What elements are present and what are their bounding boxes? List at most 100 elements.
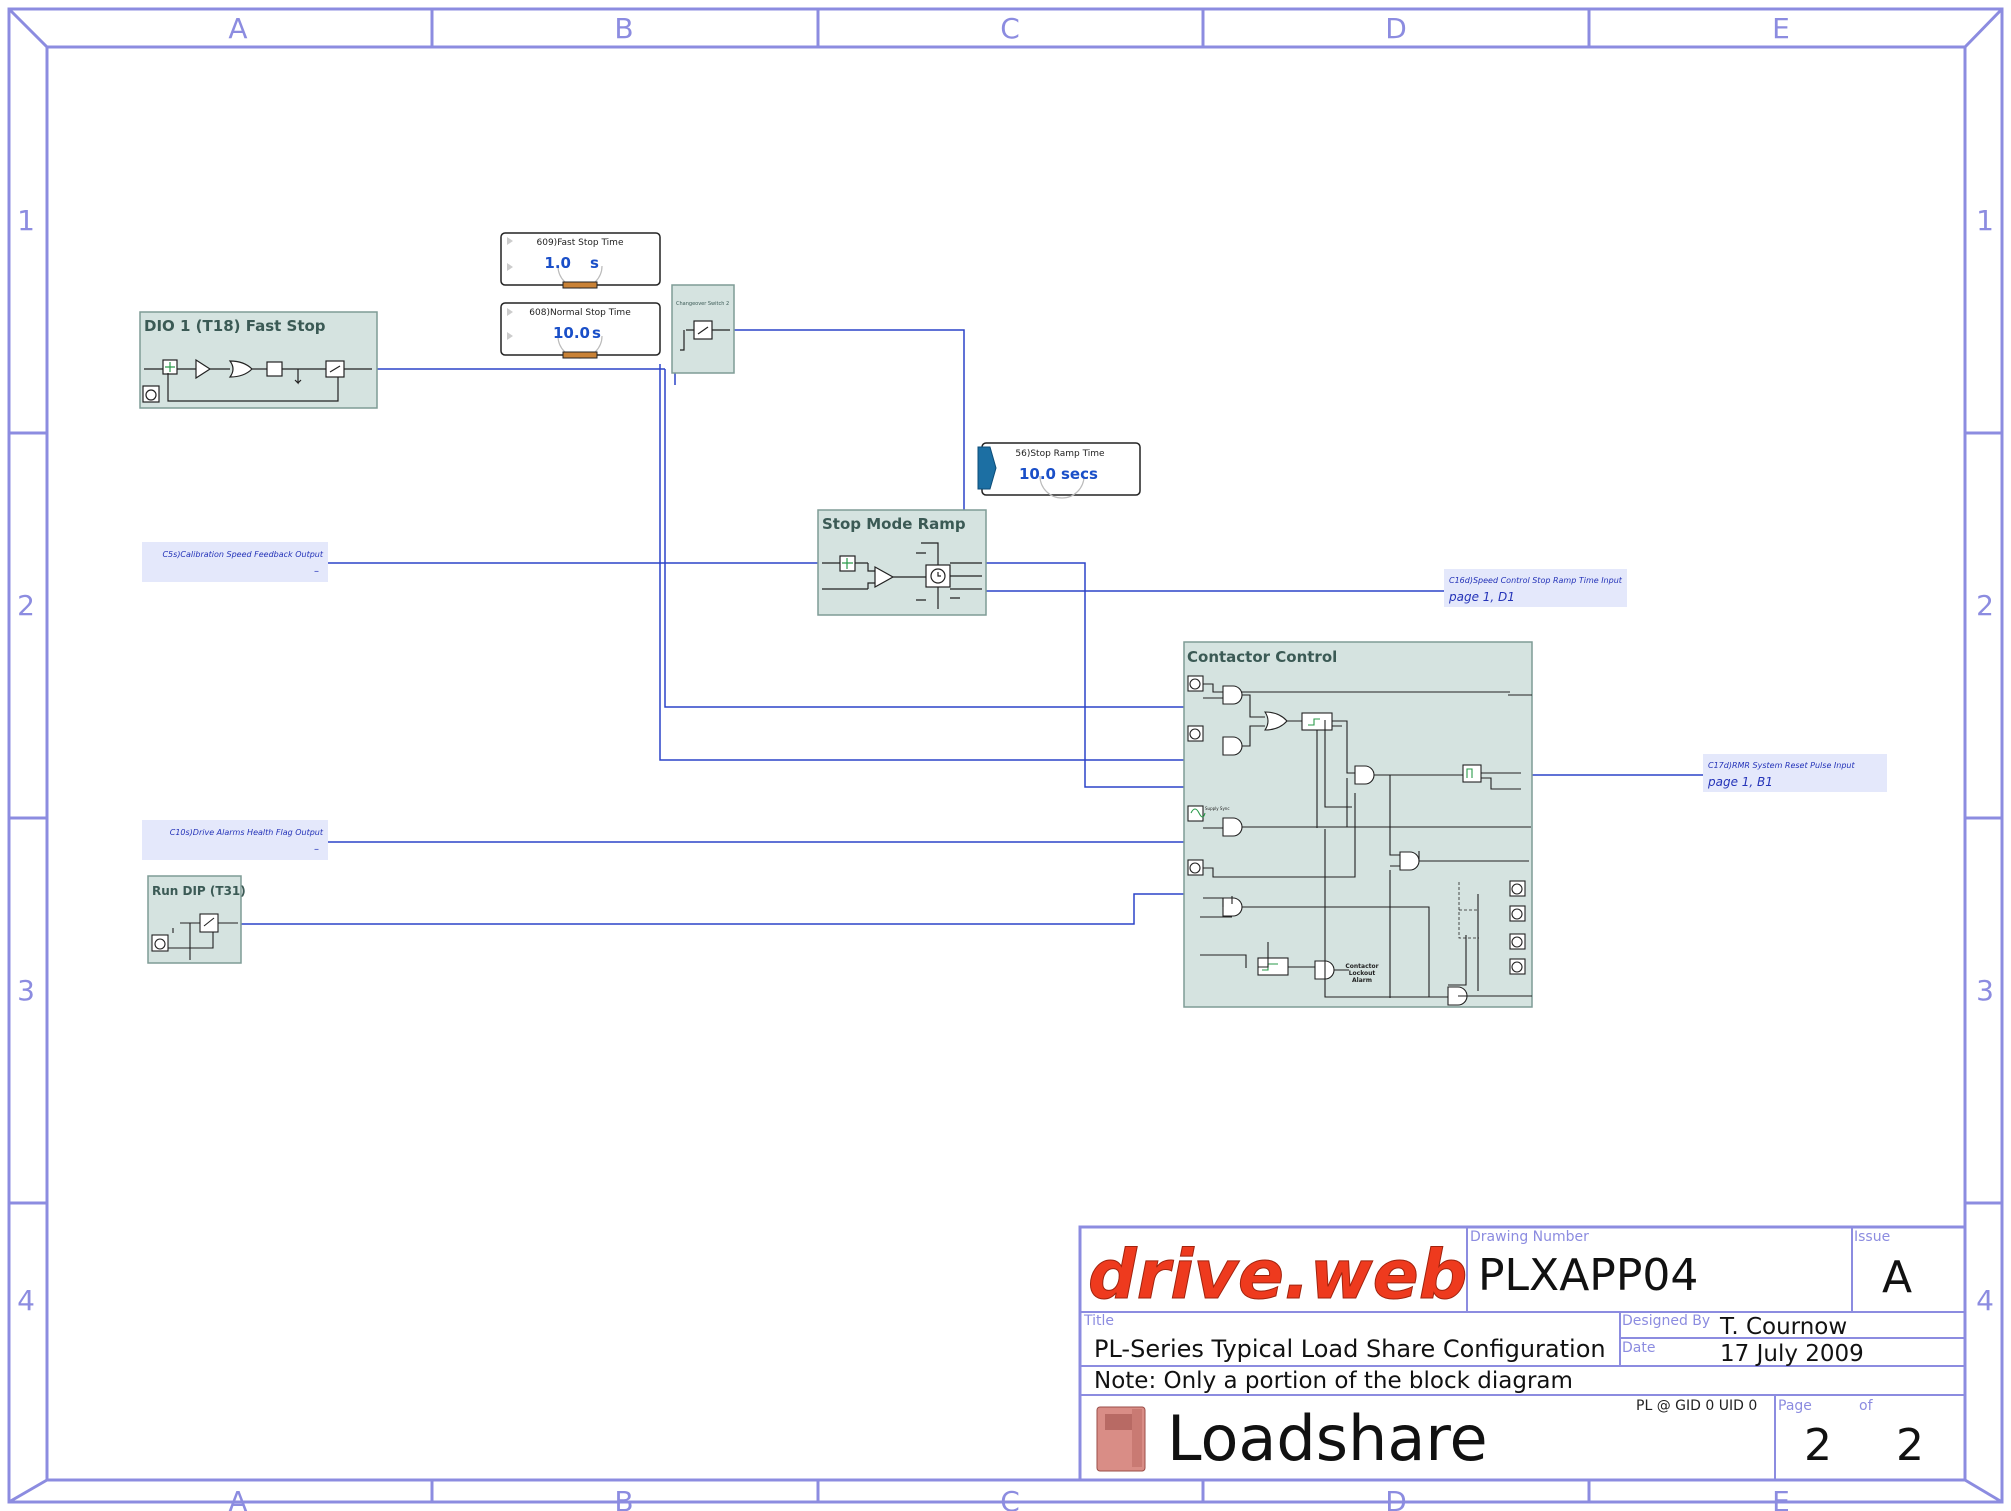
latch-icon — [1301, 712, 1333, 731]
connector-c16d[interactable]: C16d)Speed Control Stop Ramp Time Input … — [1444, 569, 1627, 607]
connector-ref: page 1, D1 — [1448, 590, 1515, 604]
switch-icon — [199, 913, 219, 933]
page-number: 2 — [1804, 1420, 1832, 1471]
connector-label: C17d)RMR System Reset Pulse Input — [1708, 761, 1855, 770]
date-label: Date — [1622, 1340, 1655, 1356]
page-label: Page — [1778, 1398, 1812, 1414]
and-gate-icon — [1399, 851, 1420, 871]
param-label: 609)Fast Stop Time — [537, 238, 624, 248]
wire — [664, 369, 1190, 708]
and-gate-icon — [1354, 765, 1375, 785]
param-value: 10.0 — [1019, 465, 1056, 483]
param-label: 608)Normal Stop Time — [529, 308, 631, 318]
designed-by-value: T. Cournow — [1719, 1314, 1847, 1340]
wire — [965, 562, 1190, 788]
and-gate-icon — [1222, 897, 1243, 917]
play-icon — [507, 237, 513, 271]
block-title: DIO 1 (T18) Fast Stop — [144, 317, 326, 335]
issue-value: A — [1882, 1252, 1912, 1303]
param-normal-stop[interactable]: 608)Normal Stop Time 10.0 s — [500, 302, 661, 359]
wire — [659, 364, 1190, 761]
column-label-bottom: D — [1385, 1485, 1407, 1511]
device-id: PL @ GID 0 UID 0 — [1636, 1398, 1757, 1414]
row-label-right: 1 — [1976, 204, 1994, 237]
column-label-top: E — [1772, 12, 1790, 45]
column-label-top: D — [1385, 12, 1407, 45]
project-name: Loadshare — [1167, 1402, 1488, 1475]
and-gate-icon — [1447, 986, 1468, 1006]
issue-label: Issue — [1854, 1229, 1890, 1245]
column-label-bottom: C — [1000, 1485, 1020, 1511]
connector-label: C16d)Speed Control Stop Ramp Time Input — [1449, 576, 1623, 585]
connector-value: – — [314, 566, 319, 577]
block-stop-mode-ramp[interactable]: Stop Mode Ramp — [817, 509, 987, 616]
connector-c10s[interactable]: C10s)Drive Alarms Health Flag Output – — [142, 820, 328, 860]
latch-icon — [266, 361, 283, 377]
block-title: Changeover Switch 2 — [676, 301, 729, 307]
slider-bar[interactable] — [562, 281, 598, 289]
column-label-bottom: B — [614, 1485, 633, 1511]
and-gate-icon — [1222, 685, 1243, 705]
date-value: 17 July 2009 — [1720, 1341, 1864, 1367]
alarm-label-line2: Lockout — [1349, 970, 1376, 977]
column-label-bottom: A — [228, 1485, 247, 1511]
column-label-top: A — [228, 12, 247, 45]
block-title: Run DIP (T31) — [152, 884, 246, 898]
param-value: 10.0 — [553, 324, 590, 342]
slider-bar[interactable] — [562, 351, 598, 359]
or-gate-icon — [1263, 711, 1288, 731]
and-gate-icon — [1222, 817, 1243, 837]
param-label: 56)Stop Ramp Time — [1015, 449, 1105, 459]
connector-c5s[interactable]: C5s)Calibration Speed Feedback Output – — [142, 542, 328, 582]
column-label-bottom: E — [1772, 1485, 1790, 1511]
row-label-left: 3 — [17, 974, 35, 1007]
block-changeover-switch[interactable]: Changeover Switch 2 — [671, 284, 735, 374]
title-line2: Note: Only a portion of the block diagra… — [1094, 1368, 1573, 1394]
wire — [238, 893, 1190, 925]
block-title: Contactor Control — [1187, 648, 1337, 666]
column-label-top: C — [1000, 12, 1020, 45]
drawing-number: PLXAPP04 — [1478, 1250, 1698, 1301]
connector-label: C10s)Drive Alarms Health Flag Output — [170, 828, 324, 837]
param-value: 1.0 — [544, 254, 571, 272]
alarm-label-line3: Alarm — [1352, 977, 1372, 984]
title-label: Title — [1083, 1313, 1114, 1329]
grid-labels: A B C D E A B C D E 1 2 3 4 1 2 3 4 — [17, 12, 1994, 1511]
drawing-frame — [7, 7, 2004, 1504]
wires — [238, 329, 1705, 925]
row-label-left: 4 — [17, 1284, 35, 1317]
drive-web-logo: drive.web — [1088, 1236, 1467, 1315]
comparator-icon — [195, 358, 212, 380]
designed-by-label: Designed By — [1622, 1313, 1710, 1329]
block-run-dip[interactable]: Run DIP (T31) — [147, 875, 246, 964]
title-block: drive.web Drawing Number PLXAPP04 Issue … — [1078, 1225, 1967, 1482]
and-gate-icon — [1222, 736, 1243, 756]
param-unit: secs — [1061, 465, 1098, 483]
block-contactor-control[interactable]: Contactor Control — [1183, 641, 1533, 1008]
or-gate-icon — [228, 360, 253, 378]
connector-c17d[interactable]: C17d)RMR System Reset Pulse Input page 1… — [1703, 754, 1887, 792]
dial-icon — [1039, 475, 1085, 499]
link-tab-icon[interactable] — [977, 446, 997, 490]
param-fast-stop[interactable]: 609)Fast Stop Time 1.0 s — [500, 232, 661, 289]
comparator-icon — [874, 565, 895, 589]
drawing-number-label: Drawing Number — [1470, 1229, 1589, 1245]
row-label-right: 3 — [1976, 974, 1994, 1007]
play-icon — [507, 308, 513, 340]
row-label-left: 1 — [17, 204, 35, 237]
connector-label: C5s)Calibration Speed Feedback Output — [162, 550, 323, 559]
block-dio1-fast-stop[interactable]: DIO 1 (T18) Fast Stop — [139, 311, 378, 409]
of-label: of — [1859, 1398, 1874, 1414]
title-line1: PL-Series Typical Load Share Configurati… — [1094, 1335, 1606, 1363]
page-total: 2 — [1896, 1420, 1924, 1471]
connector-ref: page 1, B1 — [1707, 775, 1773, 789]
supply-sync-label: Supply Sync — [1205, 806, 1230, 811]
block-title: Stop Mode Ramp — [822, 515, 966, 533]
column-label-top: B — [614, 12, 633, 45]
row-label-right: 4 — [1976, 1284, 1994, 1317]
param-unit: s — [592, 324, 601, 342]
row-label-right: 2 — [1976, 589, 1994, 622]
param-stop-ramp[interactable]: 56)Stop Ramp Time 10.0 secs — [977, 442, 1141, 499]
wire — [730, 329, 965, 545]
